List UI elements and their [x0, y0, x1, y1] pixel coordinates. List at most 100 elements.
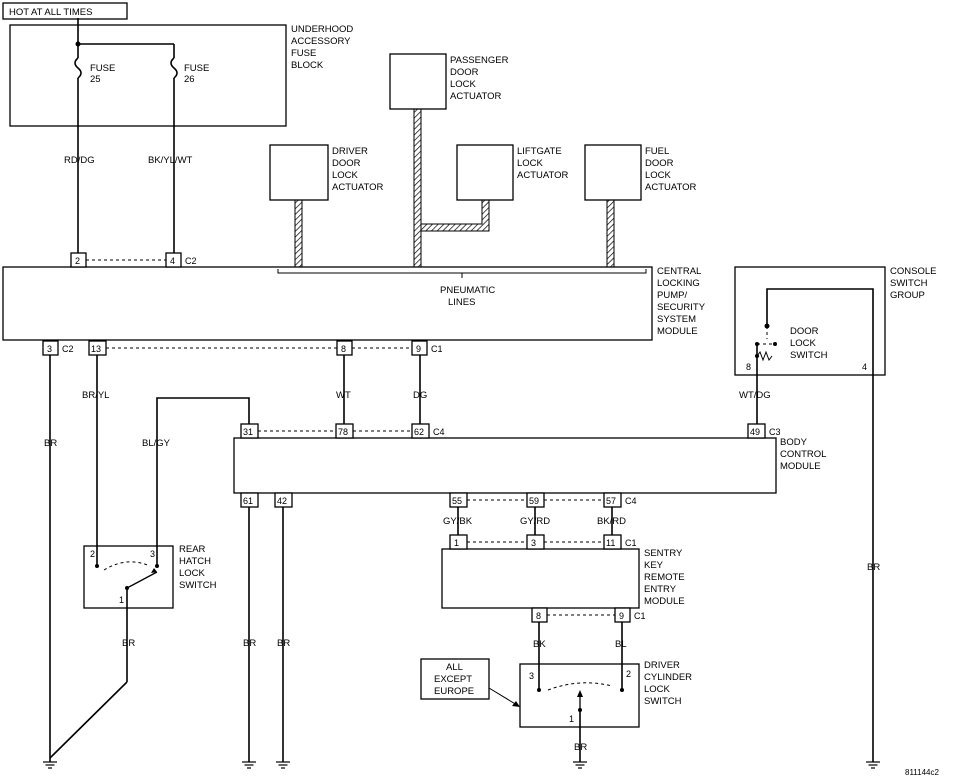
driver-cyl-name-3: LOCK [644, 684, 671, 695]
bcm-pin-42-label: 42 [277, 496, 287, 506]
skrem-pin-9-label: 9 [619, 611, 624, 621]
pneumatic-hose-fuel [606, 199, 615, 268]
bcm-pin-31-label: 31 [243, 427, 253, 437]
hot-at-all-times-box [2, 2, 128, 20]
clm-name-5: SYSTEM [657, 314, 696, 325]
pneumatic-lines-label-1: PNEUMATIC [440, 285, 495, 296]
console-pin-8: 8 [746, 362, 751, 372]
wire-gy-rd-label: GY/RD [520, 516, 550, 527]
fuse-block-name-4: BLOCK [291, 60, 324, 71]
rear-hatch-name-2: HATCH [179, 556, 211, 567]
pneumatic-lines-label-2: LINES [448, 297, 475, 308]
all-except-europe-callout [420, 658, 490, 700]
driver-actuator-name-2: DOOR [332, 158, 361, 169]
wire-bl-gy-label: BL/GY [142, 438, 171, 449]
bcm-connector-c4-bottom: C4 [625, 496, 637, 506]
clm-name-4: SECURITY [657, 302, 706, 313]
rear-hatch-switch-blade [126, 571, 158, 589]
wire-bl-label: BL [615, 639, 627, 650]
driver-cyl-name-1: DRIVER [644, 660, 680, 671]
rear-hatch-name-3: LOCK [179, 568, 206, 579]
rear-hatch-pin-3: 3 [150, 549, 155, 559]
clm-pin-13-label: 13 [91, 344, 101, 354]
bcm-pin-49-label: 49 [750, 427, 760, 437]
fuse-26-label: FUSE [184, 63, 209, 74]
callout-line-3: EUROPE [434, 686, 474, 697]
rear-hatch-name-4: SWITCH [179, 580, 217, 591]
fuse-25-symbol [74, 57, 82, 79]
clm-name-6: MODULE [657, 326, 698, 337]
rear-hatch-lock-switch [83, 545, 174, 609]
rear-hatch-pin-2: 2 [90, 549, 95, 559]
fuel-actuator-name-4: ACTUATOR [645, 182, 697, 193]
clm-pin-3-label: 3 [47, 344, 52, 354]
driver-door-lock-actuator [269, 144, 329, 201]
liftgate-actuator-name-2: LOCK [517, 158, 544, 169]
skrem-connector-c1-bottom: C1 [634, 611, 646, 621]
console-name-1: CONSOLE [890, 266, 936, 277]
liftgate-lock-actuator [456, 144, 514, 201]
clm-name-2: LOCKING [657, 278, 700, 289]
fuse-block-name-2: ACCESSORY [291, 36, 351, 47]
skrem-name-1: SENTRY [644, 548, 683, 559]
driver-actuator-name-1: DRIVER [332, 146, 368, 157]
bcm-name-2: CONTROL [780, 449, 826, 460]
ground-symbol [572, 761, 588, 769]
wire-br-label-2: BR [122, 638, 135, 649]
bcm-pin-61-label: 61 [243, 496, 253, 506]
driver-cyl-name-2: CYLINDER [644, 672, 692, 683]
skrem-pin-8-label: 8 [536, 611, 541, 621]
skrem-pin-3-label: 3 [531, 538, 536, 548]
central-locking-pump-module [2, 266, 653, 341]
wire-bk-label: BK [533, 639, 546, 650]
ground-symbol [241, 761, 257, 769]
wire-bk-rd-label: BK/RD [597, 516, 626, 527]
fuse-block-name-1: UNDERHOOD [291, 24, 353, 35]
skrem-name-5: MODULE [644, 596, 685, 607]
rear-hatch-pin-1: 1 [119, 595, 124, 605]
bcm-connector-c4-top: C4 [433, 427, 445, 437]
clm-pin-4-label: 4 [170, 256, 175, 266]
clm-pin-8-label: 8 [341, 344, 346, 354]
driver-actuator-name-4: ACTUATOR [332, 182, 384, 193]
wire-br-label-1: BR [44, 438, 57, 449]
clm-connector-c1: C1 [431, 344, 443, 354]
clm-name-3: PUMP/ [657, 290, 687, 301]
passenger-actuator-name-3: LOCK [450, 79, 477, 90]
bcm-pin-57-label: 57 [606, 496, 616, 506]
pneumatic-hose-driver [294, 199, 303, 268]
driver-cyl-pin-2: 2 [626, 669, 631, 679]
liftgate-actuator-name-1: LIFTGATE [517, 146, 562, 157]
skrem-name-2: KEY [644, 560, 664, 571]
door-lock-switch-name-1: DOOR [790, 326, 819, 337]
skrem-name-3: REMOTE [644, 572, 685, 583]
door-lock-switch-name-2: LOCK [790, 338, 817, 349]
driver-cyl-pin-3: 3 [529, 671, 534, 681]
bcm-pin-59-label: 59 [529, 496, 539, 506]
wire-bk-yl-wt-label: BK/YL/WT [148, 155, 193, 166]
ground-symbol [42, 761, 58, 769]
bcm-name-1: BODY [780, 437, 808, 448]
fuse-25-label: FUSE [90, 63, 115, 74]
ground-symbol [275, 761, 291, 769]
callout-line-1: ALL [446, 662, 463, 673]
wire-br-yl-label: BR/YL [82, 390, 109, 401]
door-lock-switch-name-3: SWITCH [790, 350, 828, 361]
skrem-name-4: ENTRY [644, 584, 677, 595]
liftgate-actuator-name-3: ACTUATOR [517, 170, 569, 181]
fuse-block-name-3: FUSE [291, 48, 316, 59]
ground-symbol [865, 761, 881, 769]
passenger-actuator-name-4: ACTUATOR [450, 91, 502, 102]
skrem-pin-11-label: 11 [606, 538, 615, 548]
wire-br-label-4: BR [277, 638, 290, 649]
bcm-connector-c3: C3 [769, 427, 781, 437]
rear-hatch-name-1: REAR [179, 544, 206, 555]
bcm-pin-78-label: 78 [338, 427, 348, 437]
body-control-module [233, 437, 777, 494]
clm-connector-c2-top: C2 [185, 256, 197, 266]
wire-gy-bk-label: GY/BK [443, 516, 473, 527]
wire-dg-label: DG [413, 390, 427, 401]
wire-br-label-6: BR [574, 742, 587, 753]
